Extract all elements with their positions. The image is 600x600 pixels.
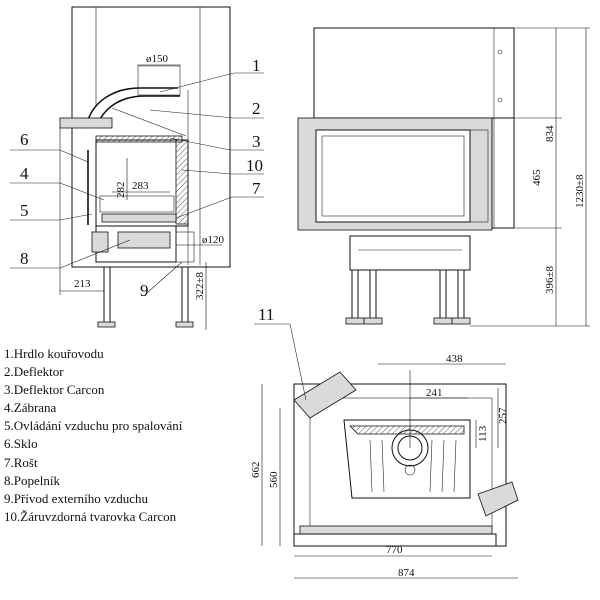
side-glass: [469, 129, 489, 223]
callout-5: 5: [20, 201, 29, 220]
leader-5-b: [59, 213, 93, 221]
side-panel: [491, 117, 515, 229]
front-base: [293, 533, 497, 547]
leader-7-b: [175, 196, 233, 219]
dim-560: 560: [268, 471, 280, 488]
dim-465: 465: [531, 169, 543, 186]
foot-3: [433, 317, 453, 325]
legend-item: 4.Zábrana: [4, 400, 57, 416]
leader-6-b: [59, 149, 89, 163]
door-wing-left: [293, 371, 357, 419]
legend-item: 6.Sklo: [4, 436, 38, 452]
dim-283: 283: [132, 180, 149, 192]
plan-view: 438 241 257 113 662 560 770 874 11: [250, 305, 519, 579]
legend-item: 5.Ovládání vzduchu pro spalování: [4, 418, 183, 434]
section-view: ø150 282 283 ø120 213 322±8 1 2: [10, 6, 264, 330]
leader-11-b: [289, 323, 307, 401]
firebox-outline: [343, 419, 471, 499]
legend-item: 1.Hrdlo kouřovodu: [4, 346, 104, 361]
dim-662: 662: [250, 462, 262, 479]
dim-282: 282: [115, 182, 127, 199]
dim-438: 438: [446, 353, 463, 365]
callout-7: 7: [252, 179, 261, 198]
upper-casing: [313, 27, 515, 119]
door-wing-right: [477, 481, 519, 517]
dim-offset: 213: [74, 278, 91, 290]
legend-item: 10.Žáruvzdorná tvarovka Carcon: [4, 508, 177, 524]
dim-1230: 1230±8: [574, 174, 586, 208]
legend-item: 2.Deflektor: [4, 364, 64, 380]
callout-1: 1: [252, 56, 261, 75]
legend-item: 7.Rošt: [4, 454, 38, 470]
dim-770: 770: [386, 544, 403, 556]
legend: 1.Hrdlo kouřovodu 2.Deflektor 3.Deflekto…: [4, 345, 182, 526]
foot-2: [363, 317, 383, 325]
dim-874: 874: [398, 567, 415, 579]
callout-6: 6: [20, 130, 29, 149]
air-duct: [175, 231, 195, 263]
foot-4: [451, 317, 471, 325]
leader-2-b: [149, 109, 235, 119]
plan-inner: [309, 397, 493, 529]
foot-1: [345, 317, 365, 325]
callout-9: 9: [140, 281, 149, 300]
elevation-view: 834 465 1230±8 396±8: [297, 27, 590, 327]
door-glass-outer: [315, 129, 471, 223]
callout-2: 2: [252, 99, 261, 118]
foot-right: [175, 321, 194, 328]
dim-241: 241: [426, 387, 443, 399]
callout-8: 8: [20, 249, 29, 268]
door-glass: [321, 135, 465, 217]
bolt-2: [497, 97, 503, 103]
callout-4: 4: [20, 164, 29, 183]
callout-10: 10: [246, 156, 263, 175]
leader-8-b: [59, 239, 131, 269]
ash-pan: [117, 231, 171, 249]
casing-outline: [71, 6, 231, 268]
leader-3-b: [169, 137, 231, 151]
front-strip: [299, 525, 493, 535]
carcon-deflector: [95, 135, 183, 143]
foot-left: [97, 321, 116, 328]
door-handle: [91, 231, 109, 253]
grate: [101, 213, 177, 223]
leader-9: [147, 261, 183, 293]
carcon-lining-right: [175, 139, 189, 225]
dim-113: 113: [477, 425, 489, 442]
log-barrier: [99, 195, 175, 213]
legend-item: 9.Přívod externího vzduchu: [4, 490, 149, 506]
dim-air-inlet: ø120: [202, 234, 225, 246]
top-ledge: [59, 117, 113, 129]
callout-11: 11: [258, 305, 274, 324]
dim-834: 834: [544, 125, 556, 142]
dim-flue: ø150: [146, 53, 169, 65]
deflector: [111, 107, 187, 137]
bolt-1: [497, 49, 503, 55]
dim-322: 322±8: [194, 271, 206, 300]
air-inlet-circle: [404, 464, 416, 476]
legend-item: 8.Popelník: [4, 472, 60, 488]
leader-1-b: [159, 72, 235, 93]
dim-396: 396±8: [544, 265, 556, 294]
base-box: [349, 235, 471, 271]
flue-curve: [87, 87, 178, 121]
leader-4-b: [59, 182, 105, 201]
callout-3: 3: [252, 132, 261, 151]
flue-collar: [137, 64, 181, 96]
leader-10-b: [181, 169, 233, 175]
grate-bars: [369, 439, 457, 493]
dim-257: 257: [497, 407, 509, 424]
legend-item: 3.Deflektor Carcon: [4, 382, 105, 398]
